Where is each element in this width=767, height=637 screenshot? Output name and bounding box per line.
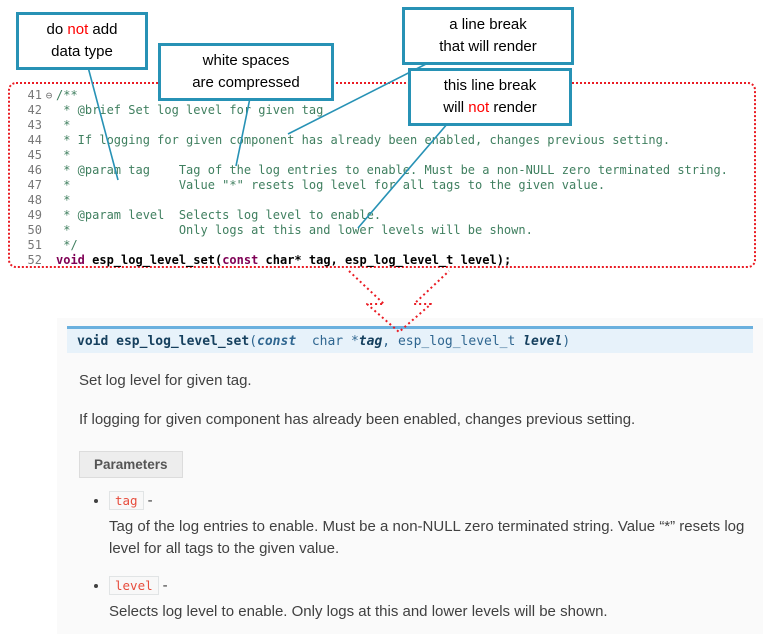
- code-comment: * Only logs at this and lower levels wil…: [56, 223, 533, 237]
- line-number: 52: [27, 253, 42, 267]
- code-comment: * @brief Set log level for given tag: [56, 103, 324, 117]
- sig-param-tag: tag: [358, 334, 383, 349]
- code-line: 41⊖/**: [18, 88, 750, 103]
- parameter-item-level: level- Selects log level to enable. Only…: [109, 575, 763, 624]
- fold-marker-icon[interactable]: ⊖: [45, 89, 53, 102]
- keyword-const: const: [222, 253, 259, 267]
- callout-line: that will render: [439, 37, 537, 55]
- sig-return-type: void: [77, 334, 117, 349]
- line-number: 45: [27, 148, 42, 162]
- param-name-literal: tag: [109, 490, 144, 510]
- code-line: 45 *: [18, 148, 750, 163]
- sig-const-keyword: const: [257, 334, 297, 349]
- line-number: 48: [27, 193, 42, 207]
- code-comment: * Value "*" resets log level for all tag…: [56, 178, 606, 192]
- param-name-literal: level: [109, 575, 159, 595]
- doc-brief: Set log level for given tag.: [79, 372, 252, 389]
- code-comment: *: [56, 148, 71, 162]
- line-number: 47: [27, 178, 42, 192]
- callout-line-break-not-render: this line break will not render: [408, 68, 572, 126]
- code-comment: * @param level Selects log level to enab…: [56, 208, 382, 222]
- function-signature: void esp_log_level_set(const char *tag, …: [67, 326, 753, 353]
- parameter-list: tag- Tag of the log entries to enable. M…: [109, 490, 763, 624]
- parameters-heading: Parameters: [79, 450, 183, 478]
- code-line: 42 * @brief Set log level for given tag: [18, 103, 750, 118]
- code-line: 46 * @param tag Tag of the log entries t…: [18, 163, 750, 178]
- code-comment: */: [56, 238, 78, 252]
- code-line: 50 * Only logs at this and lower levels …: [18, 223, 750, 238]
- code-editor-snippet: 41⊖/** 42 * @brief Set log level for giv…: [8, 82, 756, 268]
- code-comment: *: [56, 118, 71, 132]
- code-line-declaration: 52 void esp_log_level_set(const char* tag…: [18, 253, 750, 268]
- callout-line: are compressed: [192, 73, 300, 91]
- highlight-not: not: [468, 98, 490, 116]
- function-name: esp_log_level_set(: [84, 253, 223, 267]
- line-number: 43: [27, 118, 42, 132]
- code-line: 47 * Value "*" resets log level for all …: [18, 178, 750, 193]
- line-number: 50: [27, 223, 42, 237]
- code-comment: /**: [56, 88, 78, 102]
- callout-line: white spaces: [202, 52, 290, 69]
- code-line: 43 *: [18, 118, 750, 133]
- dash-separator: -: [147, 491, 153, 509]
- callout-line: data type: [51, 42, 113, 60]
- dash-separator: -: [162, 576, 168, 594]
- sig-param-level: level: [523, 334, 563, 349]
- callout-line: a line break: [449, 16, 527, 33]
- code-comment: *: [56, 193, 71, 207]
- code-line: 49 * @param level Selects log level to e…: [18, 208, 750, 223]
- highlight-not: not: [67, 21, 89, 38]
- callout-line: will not render: [443, 98, 537, 116]
- callout-no-data-type: do not add data type: [16, 12, 148, 70]
- rendered-docs-panel: void esp_log_level_set(const char *tag, …: [57, 318, 763, 634]
- line-number: 42: [27, 103, 42, 117]
- callout-line: do not add: [46, 21, 118, 38]
- line-number: 46: [27, 163, 42, 177]
- param-description: Selects log level to enable. Only logs a…: [109, 602, 608, 620]
- parameter-item-tag: tag- Tag of the log entries to enable. M…: [109, 490, 763, 561]
- code-line: 44 * If logging for given component has …: [18, 133, 750, 148]
- declaration-rest: char* tag, esp_log_level_t level);: [258, 253, 512, 267]
- sig-function-name: esp_log_level_set: [116, 334, 250, 349]
- code-comment: * @param tag Tag of the log entries to e…: [56, 163, 728, 177]
- line-number: 49: [27, 208, 42, 222]
- callout-line-break-renders: a line break that will render: [402, 7, 574, 65]
- code-line: 51 */: [18, 238, 750, 253]
- line-number: 44: [27, 133, 42, 147]
- callout-whitespace-compressed: white spaces are compressed: [158, 43, 334, 101]
- callout-line: this line break: [443, 77, 537, 94]
- doc-description: If logging for given component has alrea…: [79, 410, 636, 428]
- param-description: Tag of the log entries to enable. Must b…: [109, 517, 745, 558]
- code-line: 48 *: [18, 193, 750, 208]
- keyword-void: void: [56, 253, 85, 267]
- line-number: 41: [27, 88, 42, 102]
- line-number: 51: [27, 238, 42, 252]
- code-comment: * If logging for given component has alr…: [56, 133, 671, 147]
